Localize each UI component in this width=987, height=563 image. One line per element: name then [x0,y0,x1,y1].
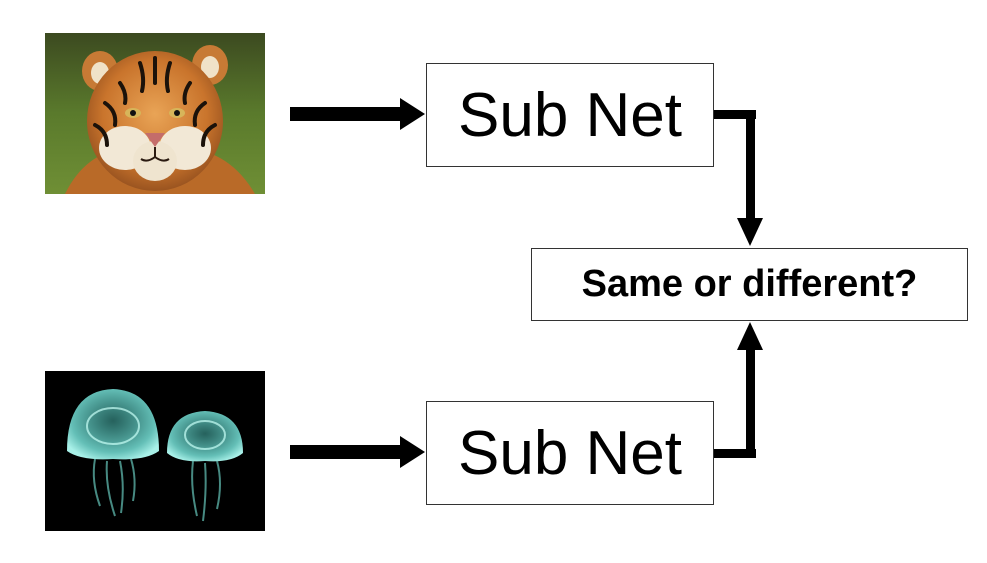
tiger-photo [45,33,265,194]
compare-box: Same or different? [531,248,968,321]
subnet-top-label: Sub Net [457,80,683,150]
compare-label: Same or different? [581,263,918,305]
subnet-bottom-box: Sub Net [426,401,714,505]
subnet-bottom-label: Sub Net [457,418,683,488]
arrow-top-to-compare [714,110,763,246]
subnet-top-box: Sub Net [426,63,714,167]
arrow-bottom-to-compare [714,322,763,458]
jellyfish-photo [45,371,265,531]
arrow-top-input [290,98,425,130]
arrow-bottom-input [290,436,425,468]
